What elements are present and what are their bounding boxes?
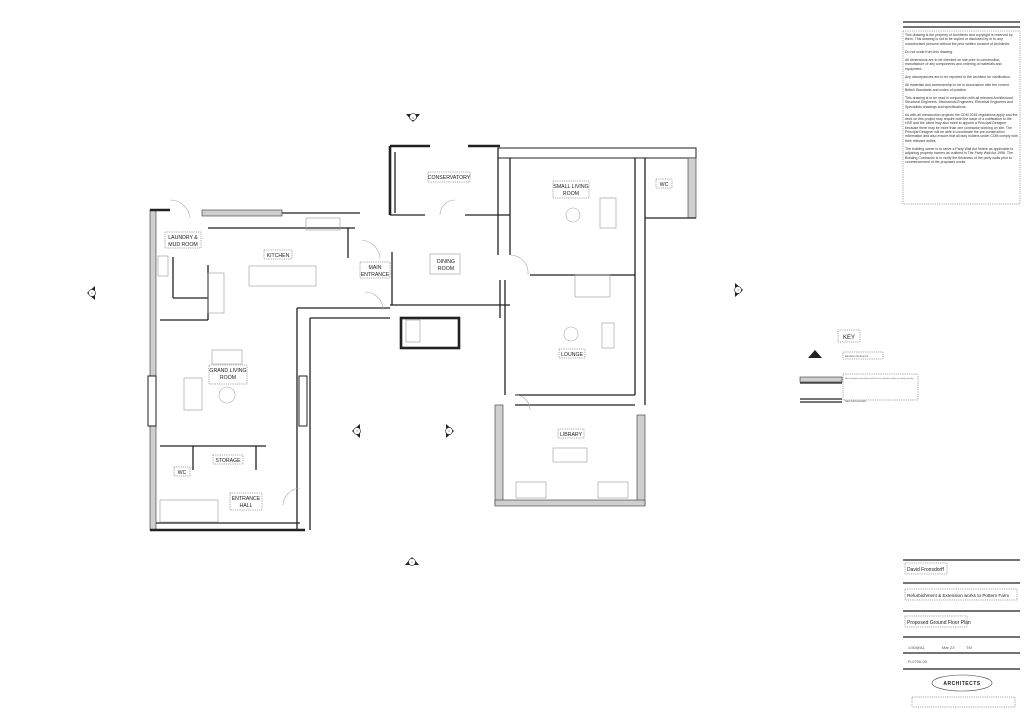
coffee-table xyxy=(218,386,236,404)
svg-text:5: 5 xyxy=(412,116,414,120)
east-wing-walls xyxy=(494,147,697,507)
elevation-marker-6: 6 xyxy=(87,286,96,300)
svg-text:ROOM: ROOM xyxy=(220,375,236,381)
room-label-conservatory: CONSERVATORY xyxy=(428,175,471,181)
stairs-east xyxy=(574,274,611,298)
elevation-marker-1: 1 xyxy=(405,557,419,566)
kitchen-sink xyxy=(305,217,341,231)
room-label-wc-east: WC xyxy=(660,182,669,188)
drawn-by: TM xyxy=(966,645,972,650)
dining-table xyxy=(429,253,461,275)
svg-text:ROOM: ROOM xyxy=(438,266,454,272)
svg-text:Elevation Reference: Elevation Reference xyxy=(845,354,869,358)
room-label-entrance-hall: ENTRANCE xyxy=(232,496,261,502)
room-label-laundry: LAUNDRY & xyxy=(168,235,198,241)
room-labels: LAUNDRY & MUD ROOM KITCHEN MAIN ENTRANCE… xyxy=(164,171,673,511)
svg-text:ENTRANCE: ENTRANCE xyxy=(361,272,390,278)
room-label-main-entrance: MAIN xyxy=(369,265,382,271)
room-label-wc-west: WC xyxy=(178,470,187,476)
svg-text:3: 3 xyxy=(448,429,450,433)
drawing-title: Proposed Ground Floor Plan xyxy=(907,620,971,626)
kitchen-island xyxy=(248,265,317,287)
notes-panel: This drawing is the property of Architec… xyxy=(902,21,1021,205)
logo-text: ARCHITECTS xyxy=(943,681,980,687)
date: Mar 23 xyxy=(942,645,955,650)
svg-text:2: 2 xyxy=(356,429,358,433)
svg-text:4: 4 xyxy=(737,288,739,292)
elevation-markers: 5 6 4 2 3 1 xyxy=(87,113,743,566)
sofa-2 xyxy=(183,377,203,411)
note: All materials and workmanship to be in a… xyxy=(905,83,1009,92)
stairs-west xyxy=(159,499,219,523)
svg-text:1: 1 xyxy=(411,560,413,564)
room-label-kitchen: KITCHEN xyxy=(267,253,290,259)
logo xyxy=(931,674,993,692)
svg-text:New external stone block walls: New external stone block walls & new sti… xyxy=(845,377,914,380)
room-label-dining: DINING xyxy=(437,259,455,265)
elevation-marker-2: 2 xyxy=(352,424,361,438)
svg-text:ROOM: ROOM xyxy=(563,191,579,197)
sofa xyxy=(211,349,243,365)
room-label-lounge: LOUNGE xyxy=(561,352,583,358)
note: Any discrepancies are to be reported to … xyxy=(905,75,1011,80)
stairs-central xyxy=(405,319,421,343)
lounge-table xyxy=(601,322,615,349)
note: Do not scale from this drawing. xyxy=(905,49,954,54)
key-legend: KEY Elevation Reference New external sto… xyxy=(799,329,919,403)
laundry-unit xyxy=(157,255,169,277)
west-wing-walls xyxy=(147,199,390,532)
sofa-small-living xyxy=(599,197,617,229)
scale: 1:50@A1 xyxy=(908,645,926,650)
svg-text:MUD ROOM: MUD ROOM xyxy=(168,242,197,248)
room-label-library: LIBRARY xyxy=(560,432,583,438)
svg-text:New internal walls: New internal walls xyxy=(845,399,867,403)
note: The building owner is to serve a Party W… xyxy=(905,146,1014,164)
note: As with all construction projects the CD… xyxy=(905,112,1018,143)
svg-text:6: 6 xyxy=(91,291,93,295)
rug xyxy=(563,326,579,342)
svg-text:HALL: HALL xyxy=(240,503,253,509)
room-label-grand-living: GRAND LIVING xyxy=(209,368,246,374)
project-name: Refurbishment & Extension works to Potte… xyxy=(907,593,1009,598)
room-label-storage: STORAGE xyxy=(215,458,241,464)
room-label-small-living: SMALL LIVING xyxy=(553,184,588,190)
note: All dimensions are to be checked on site… xyxy=(905,58,1002,71)
elevation-marker-5: 5 xyxy=(406,113,420,122)
desk xyxy=(552,447,588,463)
note: This drawing is to be read in conjunctio… xyxy=(905,95,1014,109)
note: This drawing is the property of Architec… xyxy=(905,33,1013,46)
elevation-marker-3: 3 xyxy=(445,424,454,438)
svg-text:KEY: KEY xyxy=(843,335,855,341)
client-name: David Fronsdorff xyxy=(907,567,944,573)
elevation-marker-4: 4 xyxy=(734,283,743,297)
title-block: David Fronsdorff Refurbishment & Extensi… xyxy=(903,559,1020,708)
central-walls xyxy=(388,144,510,350)
drawing-number: R-0750-05 xyxy=(908,659,928,664)
